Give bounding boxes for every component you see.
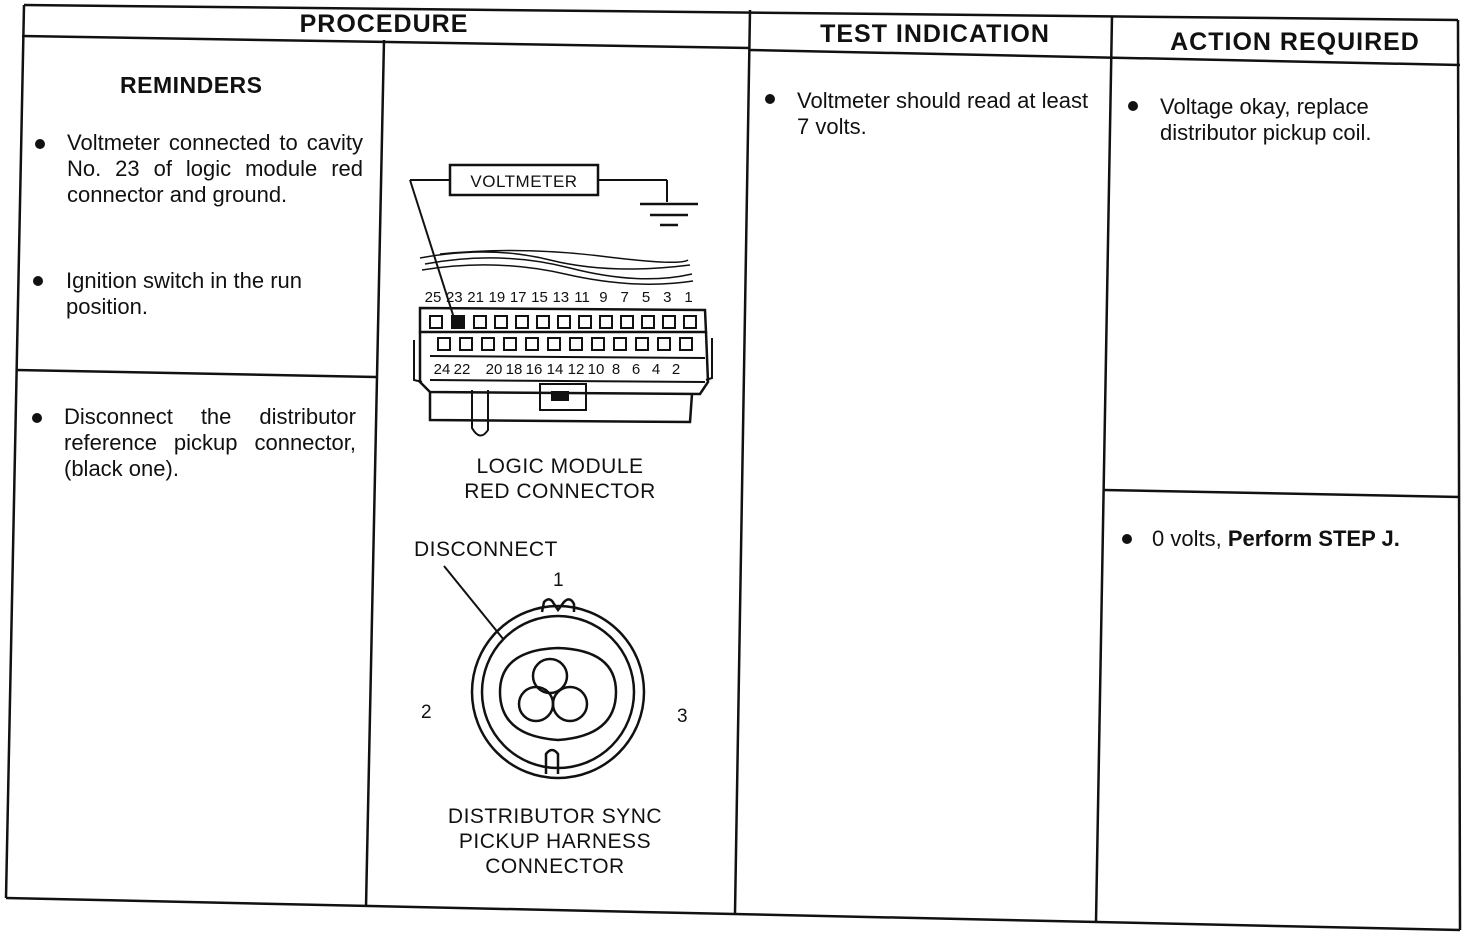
bottom-pin-number: 8 — [612, 361, 620, 378]
logic-module-caption-line2: RED CONNECTOR — [464, 480, 656, 503]
bullet-icon — [765, 94, 775, 104]
bottom-pin-number: 22 — [454, 361, 471, 378]
bottom-pin-number: 24 — [434, 361, 451, 378]
bullet-icon — [1122, 534, 1132, 544]
bottom-pin-number: 4 — [652, 361, 660, 378]
top-pin-number: 19 — [489, 289, 506, 306]
voltmeter-label: VOLTMETER — [470, 172, 577, 191]
header-test-indication: TEST INDICATION — [820, 20, 1050, 48]
sync-pickup-caption-line1: DISTRIBUTOR SYNC — [447, 805, 663, 828]
sync-pickup-caption: DISTRIBUTOR SYNC PICKUP HARNESS CONNECTO… — [430, 804, 680, 879]
top-pin-number: 5 — [642, 289, 650, 306]
sync-pin-2-label: 2 — [421, 702, 432, 723]
bullet-icon — [1128, 101, 1138, 111]
top-pin-number: 15 — [531, 289, 548, 306]
top-pin-number: 13 — [552, 289, 569, 306]
top-pin-number: 23 — [446, 289, 463, 306]
sync-pin-3-label: 3 — [677, 706, 688, 727]
bottom-pin-number: 14 — [547, 361, 564, 378]
top-pin-number: 25 — [425, 289, 442, 306]
procedure-step-disconnect: Disconnect the distributor reference pic… — [64, 404, 356, 481]
bottom-pin-number: 12 — [568, 361, 585, 378]
sync-pickup-caption-line3: CONNECTOR — [485, 855, 625, 878]
top-pin-number: 17 — [510, 289, 527, 306]
sync-pickup-caption-line2: PICKUP HARNESS — [458, 830, 652, 853]
procedure-step-voltmeter: Voltmeter connected to cavity No. 23 of … — [67, 130, 363, 207]
action-voltage-okay: Voltage okay, replace distributor pickup… — [1160, 94, 1372, 145]
top-pin-number: 3 — [663, 289, 671, 306]
disconnect-label: DISCONNECT — [414, 538, 558, 561]
bottom-pin-number: 16 — [526, 361, 543, 378]
action-zero-volts: 0 volts, Perform STEP J. — [1152, 526, 1457, 552]
top-pin-number: 9 — [599, 289, 607, 306]
sync-pin-1-label: 1 — [553, 570, 564, 591]
bottom-pin-number: 10 — [588, 361, 605, 378]
bottom-pin-number: 6 — [632, 361, 640, 378]
top-pin-number: 11 — [574, 289, 590, 306]
reminders-title: REMINDERS — [120, 72, 263, 98]
bottom-pin-number: 18 — [506, 361, 523, 378]
bullet-icon — [35, 139, 45, 149]
latch-icon — [551, 391, 569, 401]
bullet-icon — [33, 276, 43, 286]
header-procedure: PROCEDURE — [299, 10, 469, 38]
logic-module-caption: LOGIC MODULE RED CONNECTOR — [440, 454, 680, 504]
bullet-icon — [32, 413, 42, 423]
logic-module-caption-line1: LOGIC MODULE — [476, 455, 644, 478]
top-pin-number: 7 — [621, 289, 629, 306]
procedure-step-ignition: Ignition switch in the run position. — [66, 268, 303, 319]
bottom-pin-number: 20 — [486, 361, 503, 378]
action-zero-volts-text: 0 volts, — [1152, 526, 1228, 551]
sync-pickup-connector-diagram — [443, 565, 646, 780]
test-indication-text: Voltmeter should read at least 7 volts. — [797, 88, 1089, 139]
action-perform-step-j: Perform STEP J. — [1227, 526, 1400, 551]
top-pin-number: 21 — [467, 289, 484, 306]
top-pin-number: 1 — [684, 289, 692, 306]
bottom-pin-number: 2 — [672, 361, 680, 378]
header-action-required: ACTION REQUIRED — [1170, 28, 1420, 56]
